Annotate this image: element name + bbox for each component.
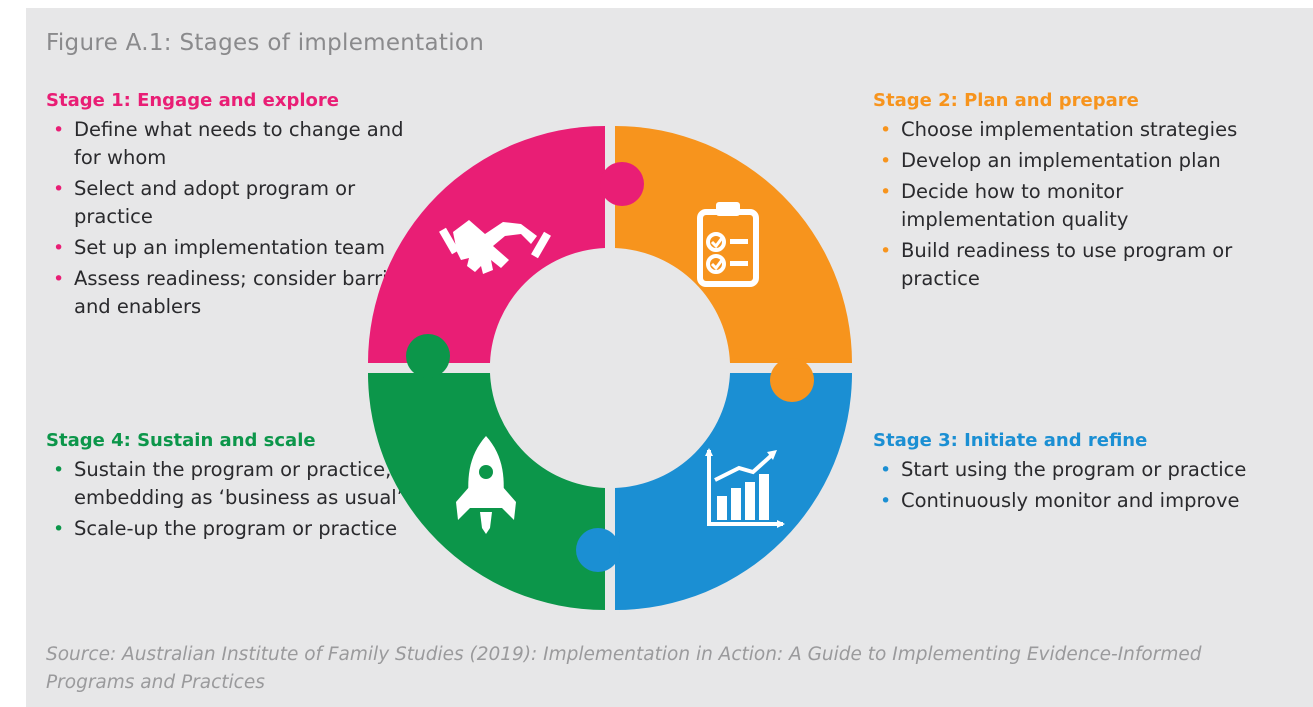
source-citation: Source: Australian Institute of Family S… [46, 644, 1202, 693]
list-item: • Set up an implementation team [46, 234, 426, 262]
bullet-icon: • [53, 268, 65, 290]
list-item: • Define what needs to change and for who… [46, 116, 426, 172]
stage-2-puzzle-piece [615, 126, 852, 363]
growth-chart-icon [705, 448, 785, 528]
stage-1-heading: Stage 1: Engage and explore [46, 90, 340, 111]
stage-1-bullet-text: Set up an implementation team [74, 236, 385, 259]
stage-4-tab-into-stage-1 [406, 334, 450, 378]
figure-title: Figure A.1: Stages of implementation [46, 30, 485, 56]
tab-neck [420, 361, 436, 375]
stage-1-tab-into-stage-2 [600, 162, 644, 206]
tab-neck [784, 361, 800, 375]
list-item: • Scale-up the program or practice [46, 515, 426, 543]
stage-1-bullet-text: Assess readiness; consider barriers and … [74, 267, 418, 318]
stage-3-list: • Start using the program or practice • Co… [873, 456, 1253, 515]
list-item: • Develop an implementation plan [873, 147, 1253, 175]
stage-1-block: Stage 1: Engage and explore • Define what… [46, 90, 426, 324]
stage-2-list: • Choose implementation strategies • Devel… [873, 116, 1253, 293]
stage-3-bullet-text: Start using the program or practice [901, 458, 1247, 481]
list-item: • Start using the program or practice [873, 456, 1253, 484]
bullet-icon: • [880, 240, 892, 262]
stage-4-heading: Stage 4: Sustain and scale [46, 430, 316, 451]
stage-3-block: Stage 3: Initiate and refine • Start usin… [873, 430, 1253, 518]
bullet-icon: • [53, 237, 65, 259]
stages-puzzle-wheel [368, 126, 852, 610]
handshake-icon [439, 220, 551, 274]
tab-neck [603, 542, 617, 558]
list-item: • Build readiness to use program or pract… [873, 237, 1253, 293]
bullet-icon: • [53, 459, 65, 481]
stage-2-bullet-text: Develop an implementation plan [901, 149, 1221, 172]
stage-4-bullet-text: Sustain the program or practice, embeddi… [74, 458, 403, 509]
stage-2-heading: Stage 2: Plan and prepare [873, 90, 1139, 111]
list-item: • Decide how to monitor implementation qu… [873, 178, 1253, 234]
rocket-icon [456, 436, 516, 534]
bullet-icon: • [53, 119, 65, 141]
bullet-icon: • [880, 490, 892, 512]
bullet-icon: • [53, 518, 65, 540]
bullet-icon: • [880, 181, 892, 203]
stage-4-bullet-text: Scale-up the program or practice [74, 517, 398, 540]
stage-2-block: Stage 2: Plan and prepare • Choose implem… [873, 90, 1253, 296]
stage-2-bullet-text: Choose implementation strategies [901, 118, 1238, 141]
stage-2-bullet-text: Decide how to monitor implementation qua… [901, 180, 1129, 231]
stage-3-tab-into-stage-4 [576, 528, 620, 572]
bullet-icon: • [880, 459, 892, 481]
list-item: • Select and adopt program or practice [46, 175, 426, 231]
stage-1-bullet-text: Define what needs to change and for whom [74, 118, 404, 169]
stage-2-tab-into-stage-3 [770, 358, 814, 402]
stage-3-bullet-text: Continuously monitor and improve [901, 489, 1240, 512]
tab-neck [603, 176, 617, 192]
list-item: • Assess readiness; consider barriers and… [46, 265, 426, 321]
stage-3-heading: Stage 3: Initiate and refine [873, 430, 1148, 451]
clipboard-checklist-icon [697, 202, 759, 287]
stage-4-block: Stage 4: Sustain and scale • Sustain the … [46, 430, 426, 546]
list-item: • Choose implementation strategies [873, 116, 1253, 144]
stage-4-list: • Sustain the program or practice, embedd… [46, 456, 426, 543]
list-item: • Continuously monitor and improve [873, 487, 1253, 515]
bullet-icon: • [53, 178, 65, 200]
list-item: • Sustain the program or practice, embedd… [46, 456, 426, 512]
bullet-icon: • [880, 150, 892, 172]
bullet-icon: • [880, 119, 892, 141]
stage-1-list: • Define what needs to change and for who… [46, 116, 426, 321]
stage-2-bullet-text: Build readiness to use program or practi… [901, 239, 1233, 290]
stage-1-bullet-text: Select and adopt program or practice [74, 177, 356, 228]
